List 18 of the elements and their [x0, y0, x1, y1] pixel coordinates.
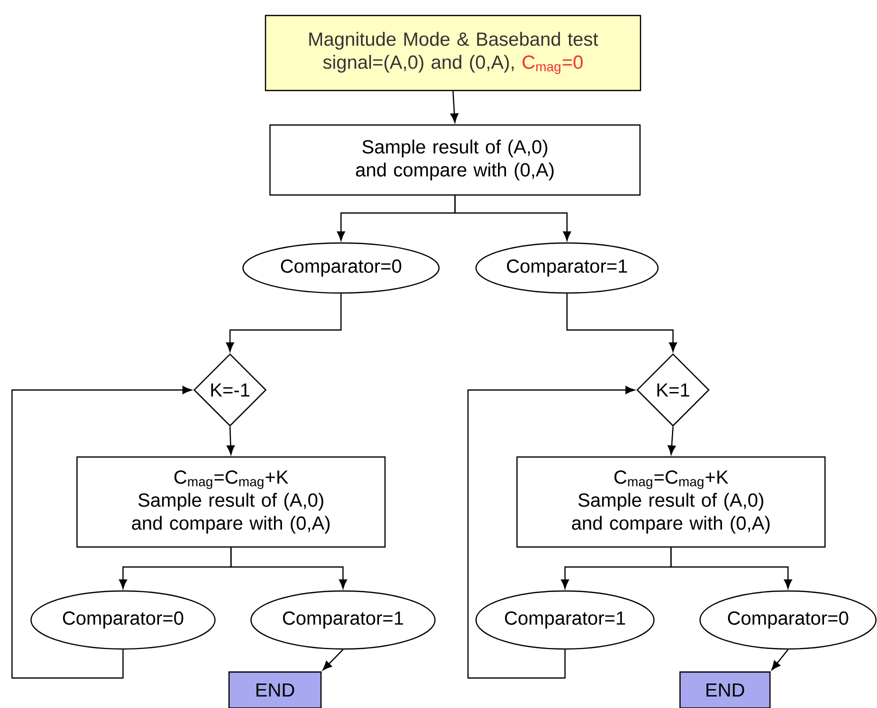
- arrow: [454, 196, 572, 241]
- process-box: Sample result of (A,0) and compare with (0,A): [269, 124, 641, 196]
- process-box: C$_{mag}$=C$_{mag}$+K Sample result of (A,0) and compare with (0,A): [516, 456, 826, 548]
- process-box: C$_{mag}$=C$_{mag}$+K Sample result of (A,0) and compare with (0,A): [76, 456, 386, 548]
- arrow: [670, 548, 792, 589]
- arrow: [566, 294, 677, 352]
- arrow: [11, 386, 192, 679]
- arrow: [226, 294, 342, 352]
- arrow: [771, 649, 788, 670]
- arrow: [450, 91, 458, 123]
- end-box: END: [228, 671, 322, 708]
- arrow: [226, 426, 235, 455]
- arrow: [322, 649, 344, 670]
- start-box: Magnitude Mode & Baseband test signal=(A,0) and (0,A), C$_{mag}$=0: [264, 14, 642, 92]
- arrow: [230, 548, 348, 589]
- end-box: END: [679, 671, 771, 708]
- arrow: [467, 386, 635, 679]
- arrow: [668, 426, 676, 455]
